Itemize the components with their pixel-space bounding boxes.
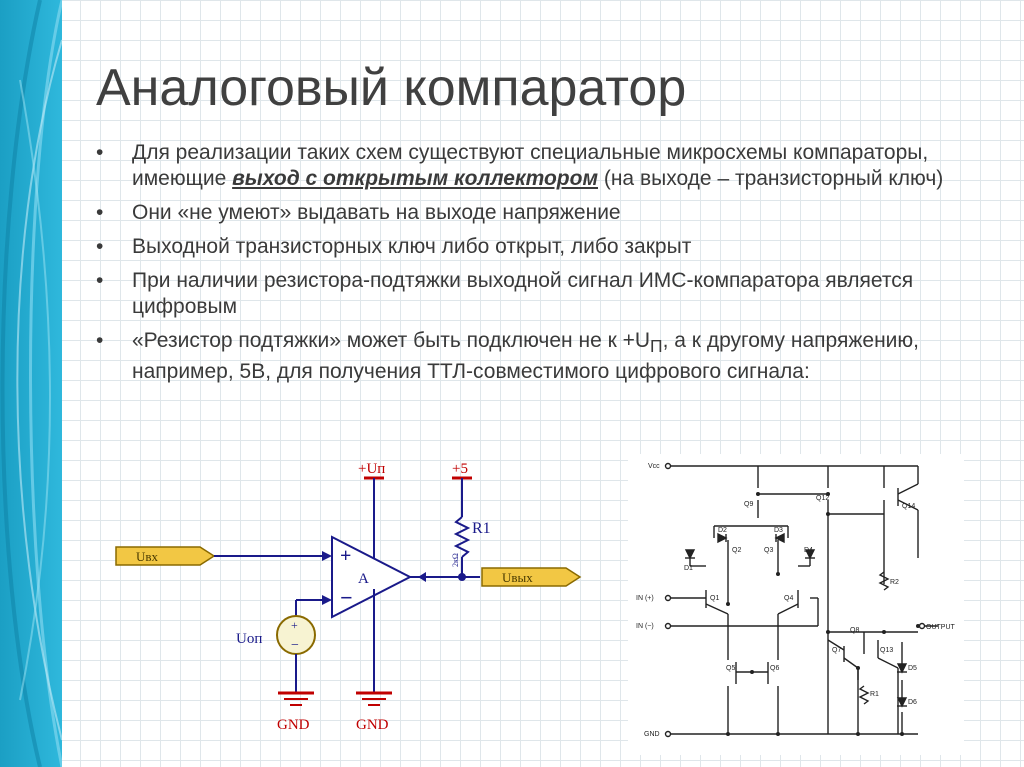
input-label: Uвх: [136, 549, 159, 564]
d1-label: D1: [684, 565, 693, 572]
q1-label: Q1: [710, 595, 719, 602]
q3-label: Q3: [764, 547, 773, 554]
opamp-minus: −: [340, 585, 353, 610]
output-label: Uвых: [502, 570, 533, 585]
q14-label: Q14: [902, 503, 915, 510]
d6-label: D6: [908, 699, 917, 706]
comparator-schematic: +Uп +5 R1 2кΩ + − A GND Uвх Uвых: [100, 455, 590, 750]
source-minus: −: [291, 638, 299, 653]
ic-internal-schematic: Vcc IN (+) IN (−) OUTPUT GND Q9 Q12 Q14 …: [628, 454, 964, 755]
output-pin-label: OUTPUT: [926, 624, 956, 631]
q8-label: Q8: [850, 627, 859, 634]
r2-label: R2: [890, 579, 899, 586]
bullet-item: «Резистор подтяжки» может быть подключен…: [96, 328, 976, 385]
slide-decoration: [0, 0, 62, 767]
r1-label: R1: [870, 691, 879, 698]
gnd-pin-label: GND: [644, 731, 660, 738]
q6-label: Q6: [770, 665, 779, 672]
in-minus-label: IN (−): [636, 623, 654, 630]
pullup-resistor: [453, 516, 471, 558]
opamp: [331, 535, 413, 619]
resistor-label: R1: [472, 520, 491, 537]
emphasis-text: выход с открытым коллектором: [232, 167, 598, 190]
q5-label: Q5: [726, 665, 735, 672]
slide-title: Аналоговый компаратор: [96, 59, 687, 117]
resistor-value: 2кΩ: [451, 553, 460, 567]
d2-label: D2: [718, 527, 727, 534]
q13-label: Q13: [880, 647, 893, 654]
d4-label: D4: [804, 547, 813, 554]
opamp-plus: +: [340, 545, 351, 567]
q4-label: Q4: [784, 595, 793, 602]
d5-label: D5: [908, 665, 917, 672]
q7-label: Q7: [832, 647, 841, 654]
q9-label: Q9: [744, 501, 753, 508]
bullet-item: Выходной транзисторных ключ либо открыт,…: [96, 234, 976, 260]
in-plus-label: IN (+): [636, 595, 654, 602]
bullet-item: Они «не умеют» выдавать на выходе напряж…: [96, 200, 976, 226]
ref-source-label: Uоп: [236, 631, 262, 647]
q12-label: Q12: [816, 495, 829, 502]
input-flag: [115, 546, 216, 566]
subscript: П: [650, 336, 663, 357]
ground-label-source: GND: [277, 717, 310, 733]
pullup-supply-label: +5: [452, 461, 468, 477]
output-flag: [481, 567, 582, 587]
d3-label: D3: [774, 527, 783, 534]
supply-label: +Uп: [358, 461, 385, 477]
ground-label-opamp: GND: [356, 717, 389, 733]
opamp-label: A: [358, 571, 369, 587]
vcc-label: Vcc: [648, 463, 660, 470]
q2-label: Q2: [732, 547, 741, 554]
bullet-list: Для реализации таких схем существуют спе…: [96, 140, 976, 393]
bullet-item: Для реализации таких схем существуют спе…: [96, 140, 976, 192]
source-plus: +: [291, 618, 298, 632]
bullet-item: При наличии резистора-подтяжки выходной …: [96, 268, 976, 320]
